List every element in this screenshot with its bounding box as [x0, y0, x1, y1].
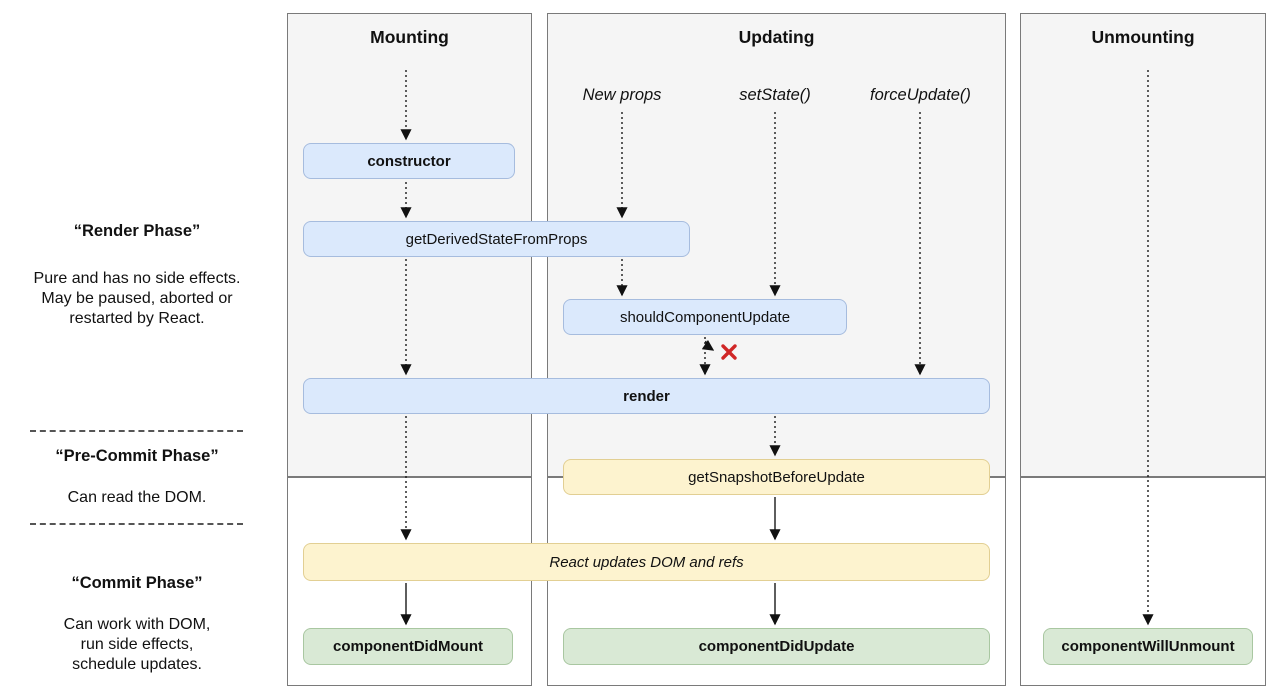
- node-component-did-mount: componentDidMount: [303, 628, 513, 665]
- node-should-component-update: shouldComponentUpdate: [563, 299, 847, 335]
- node-component-will-unmount: componentWillUnmount: [1043, 628, 1253, 665]
- trigger-force-update: forceUpdate(): [870, 86, 971, 104]
- render-phase-desc-line: restarted by React.: [69, 310, 205, 327]
- render-phase-desc-line: May be paused, aborted or: [41, 290, 233, 307]
- trigger-new-props: New props: [582, 86, 662, 104]
- commit-phase-desc-line: schedule updates.: [72, 656, 202, 673]
- trigger-set-state: setState(): [739, 86, 811, 104]
- arrow-scu-blocked-branch: [701, 339, 715, 351]
- pre-commit-phase-desc-line: Can read the DOM.: [67, 489, 207, 506]
- column-title-mounting: Mounting: [370, 27, 449, 47]
- update-blocked-x-icon: [721, 344, 737, 360]
- node-render: render: [303, 378, 990, 414]
- commit-phase-desc-line: Can work with DOM,: [63, 616, 211, 633]
- render-phase-desc-line: Pure and has no side effects.: [33, 270, 241, 287]
- node-component-did-update: componentDidUpdate: [563, 628, 990, 665]
- column-title-updating: Updating: [738, 27, 815, 47]
- node-get-derived-state-from-props: getDerivedStateFromProps: [303, 221, 690, 257]
- node-react-updates-dom: React updates DOM and refs: [303, 543, 990, 581]
- unmounting-render-panel: [1020, 13, 1266, 477]
- column-title-unmounting: Unmounting: [1091, 27, 1195, 47]
- phase-separator: [30, 430, 243, 432]
- commit-phase-desc-line: run side effects,: [80, 636, 194, 653]
- node-constructor: constructor: [303, 143, 515, 179]
- node-get-snapshot-before-update: getSnapshotBeforeUpdate: [563, 459, 990, 495]
- pre-commit-phase-title: “Pre-Commit Phase”: [55, 447, 219, 465]
- commit-phase-title: “Commit Phase”: [71, 574, 203, 592]
- phase-separator: [30, 523, 243, 525]
- render-phase-title: “Render Phase”: [73, 222, 201, 240]
